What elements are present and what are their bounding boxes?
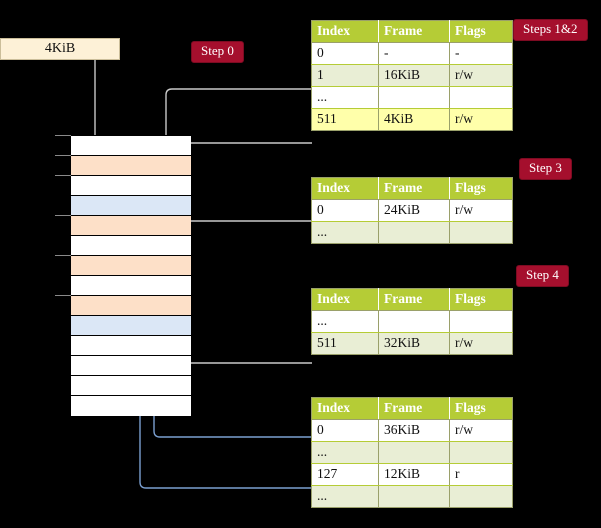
column-header-index: Index (311, 288, 379, 311)
column-header-frame: Frame (378, 177, 450, 200)
cell-flags (449, 86, 513, 109)
column-header-flags: Flags (449, 288, 513, 311)
cell-frame: 12KiB (378, 463, 450, 486)
memory-cell-6 (71, 256, 191, 276)
badge-step-4-label: Step 4 (516, 265, 569, 287)
column-header-flags: Flags (449, 397, 513, 420)
memory-cell-2 (71, 176, 191, 196)
cell-frame (378, 485, 450, 508)
memory-cell-5 (71, 236, 191, 256)
memory-cell-0 (71, 136, 191, 156)
cell-frame (378, 221, 450, 244)
memory-cell-13 (71, 396, 191, 416)
memory-cell-10 (71, 336, 191, 356)
cell-index: ... (311, 485, 379, 508)
frame-source-box: 4KiB (0, 38, 120, 60)
badge-step-0: Step 0 (191, 41, 244, 63)
cell-frame: 24KiB (378, 199, 450, 222)
memory-cell-7 (71, 276, 191, 296)
memory-cell-11 (71, 356, 191, 376)
column-header-index: Index (311, 20, 379, 43)
memory-tick-1 (55, 155, 71, 156)
wire-step4 (170, 303, 312, 364)
cell-frame: 36KiB (378, 419, 450, 442)
cell-index: 0 (311, 419, 379, 442)
column-header-frame: Frame (378, 288, 450, 311)
badge-step-3-label: Step 3 (519, 158, 572, 180)
cell-index: 511 (311, 332, 379, 355)
table-row: ... (311, 485, 513, 508)
column-header-flags: Flags (449, 20, 513, 43)
cell-index: 0 (311, 199, 379, 222)
cell-index: ... (311, 310, 379, 333)
cell-flags: r/w (449, 199, 513, 222)
frame-source-label: 4KiB (44, 41, 76, 56)
cell-flags: r/w (449, 64, 513, 87)
cell-index: ... (311, 221, 379, 244)
physical-memory-column (70, 135, 191, 416)
cell-frame (378, 310, 450, 333)
column-header-frame: Frame (378, 20, 450, 43)
column-header-index: Index (311, 177, 379, 200)
memory-cell-1 (71, 156, 191, 176)
wire-step3 (177, 220, 312, 295)
cell-frame: - (378, 42, 450, 65)
table-row: 0-- (311, 42, 513, 65)
badge-steps-1-2-label: Steps 1&2 (513, 19, 588, 41)
cell-index: ... (311, 441, 379, 464)
cell-index: 1 (311, 64, 379, 87)
memory-cell-3 (71, 196, 191, 216)
cell-flags: - (449, 42, 513, 65)
memory-tick-5 (55, 295, 71, 296)
cell-flags: r (449, 463, 513, 486)
cell-flags (449, 441, 513, 464)
cell-frame (378, 441, 450, 464)
cell-index: 0 (311, 42, 379, 65)
cell-frame: 4KiB (378, 108, 450, 131)
cell-flags (449, 221, 513, 244)
table-row: ... (311, 441, 513, 464)
memory-cell-4 (71, 216, 191, 236)
badge-step-4: Step 4 (516, 265, 569, 287)
table-row: ... (311, 86, 513, 109)
column-header-frame: Frame (378, 397, 450, 420)
memory-tick-0 (55, 135, 71, 136)
cell-flags (449, 310, 513, 333)
badge-step-3: Step 3 (519, 158, 572, 180)
cell-frame: 32KiB (378, 332, 450, 355)
column-header-index: Index (311, 397, 379, 420)
cell-flags: r/w (449, 419, 513, 442)
memory-tick-3 (55, 215, 71, 216)
cell-flags: r/w (449, 332, 513, 355)
memory-cell-9 (71, 316, 191, 336)
cell-flags: r/w (449, 108, 513, 131)
wire-steps12-b (171, 142, 312, 255)
cell-index: 127 (311, 463, 379, 486)
table-row: ... (311, 221, 513, 244)
cell-frame (378, 86, 450, 109)
cell-index: 511 (311, 108, 379, 131)
badge-step-0-label: Step 0 (191, 41, 244, 63)
cell-index: ... (311, 86, 379, 109)
memory-tick-2 (55, 175, 71, 176)
table-row: ... (311, 310, 513, 333)
cell-frame: 16KiB (378, 64, 450, 87)
column-header-flags: Flags (449, 177, 513, 200)
badge-steps-1-2: Steps 1&2 (513, 19, 588, 41)
memory-tick-4 (55, 255, 71, 256)
memory-cell-12 (71, 376, 191, 396)
cell-flags (449, 485, 513, 508)
memory-cell-8 (71, 296, 191, 316)
